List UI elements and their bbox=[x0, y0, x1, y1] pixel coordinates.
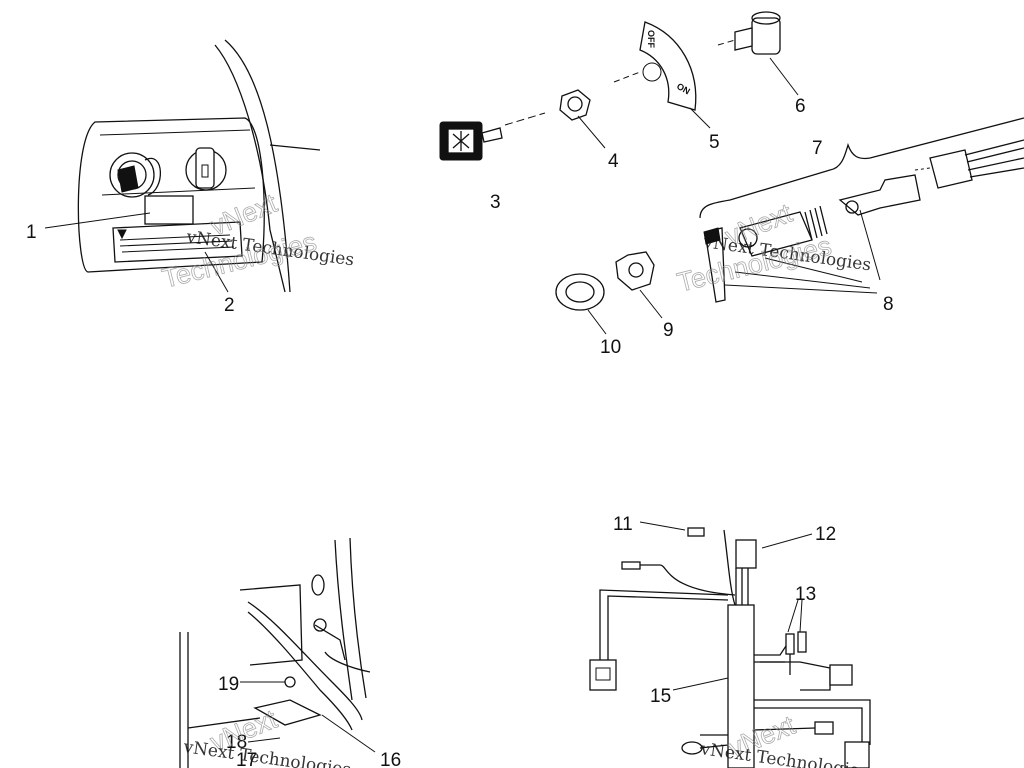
callout-8: 8 bbox=[883, 294, 894, 315]
callout-3: 3 bbox=[490, 192, 501, 213]
callout-9: 9 bbox=[663, 320, 674, 341]
dash-console-view bbox=[44, 39, 321, 293]
switch-off-label: OFF bbox=[646, 30, 656, 48]
callout-1: 1 bbox=[26, 222, 37, 243]
callout-10: 10 bbox=[600, 337, 621, 358]
callout-13: 13 bbox=[795, 584, 816, 605]
watermark-top-right: vNext vNext Technologies Technologies bbox=[674, 197, 873, 298]
callout-11: 11 bbox=[613, 514, 633, 535]
callout-6: 6 bbox=[795, 96, 806, 117]
callout-4: 4 bbox=[608, 151, 619, 172]
callout-18: 18 bbox=[226, 732, 247, 753]
callout-16: 16 bbox=[380, 750, 401, 768]
wiring-harness-view bbox=[589, 521, 871, 768]
watermark-text: vNext Technologies bbox=[181, 737, 352, 768]
callout-17: 17 bbox=[236, 750, 257, 768]
callout-7: 7 bbox=[812, 138, 823, 159]
watermark-bottom-right: vNext vNext Technologies bbox=[698, 709, 869, 768]
callout-19: 19 bbox=[218, 674, 239, 695]
callout-5: 5 bbox=[709, 132, 720, 153]
harness-mount-view bbox=[179, 537, 376, 768]
callout-2: 2 bbox=[224, 295, 235, 316]
ignition-switch-explode bbox=[439, 11, 1024, 335]
watermark-bottom-left: vNext vNext Technologies bbox=[181, 703, 352, 768]
callout-12: 12 bbox=[815, 524, 836, 545]
callout-15: 15 bbox=[650, 686, 671, 707]
